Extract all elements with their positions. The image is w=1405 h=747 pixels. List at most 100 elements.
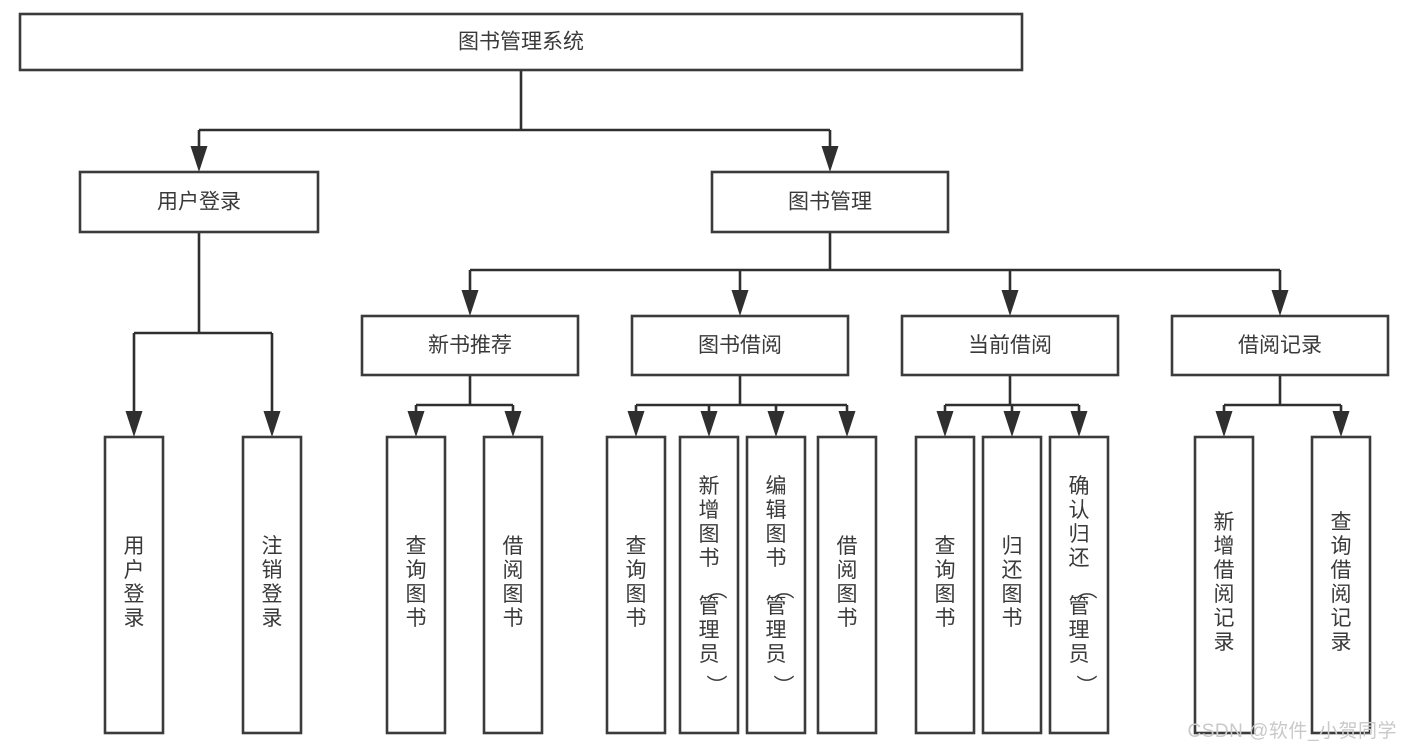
svg-text:书: 书 bbox=[699, 547, 720, 570]
node-box-leaf-return-book[interactable] bbox=[981, 435, 1043, 735]
svg-text:）: ） bbox=[771, 675, 794, 696]
node-box-leaf-add-record[interactable] bbox=[1193, 435, 1255, 735]
arrow-head bbox=[1271, 290, 1289, 316]
arrow-head bbox=[1001, 290, 1019, 316]
svg-text:增: 增 bbox=[699, 499, 720, 522]
arrow-head bbox=[1070, 411, 1088, 437]
svg-text:书: 书 bbox=[837, 607, 858, 630]
node-box-leaf-edit-book[interactable] bbox=[745, 435, 807, 735]
svg-text:阅: 阅 bbox=[1214, 583, 1235, 606]
svg-text:借: 借 bbox=[837, 535, 858, 558]
svg-text:阅: 阅 bbox=[837, 559, 858, 582]
svg-text:图: 图 bbox=[406, 583, 427, 606]
svg-text:（: （ bbox=[704, 579, 727, 600]
node-root[interactable]: 图书管理系统 bbox=[18, 12, 1024, 72]
node-new-book-recommend[interactable]: 新书推荐 bbox=[360, 314, 580, 377]
svg-text:辑: 辑 bbox=[766, 499, 787, 522]
svg-text:查: 查 bbox=[935, 535, 956, 558]
svg-text:记: 记 bbox=[1214, 607, 1235, 630]
connector-book-borrow-to-leaves bbox=[627, 375, 856, 437]
node-box-borrow-record[interactable] bbox=[1170, 314, 1390, 377]
svg-text:还: 还 bbox=[1069, 547, 1090, 570]
svg-text:书: 书 bbox=[1002, 607, 1023, 630]
svg-text:询: 询 bbox=[626, 559, 647, 582]
svg-text:图: 图 bbox=[935, 583, 956, 606]
node-box-leaf-user-login[interactable] bbox=[103, 435, 165, 735]
node-user-login[interactable]: 用户登录 bbox=[78, 170, 320, 234]
svg-text:书: 书 bbox=[406, 607, 427, 630]
node-label-book-manage: 图书管理 bbox=[788, 191, 872, 214]
arrow-head bbox=[125, 411, 143, 437]
node-book-manage[interactable]: 图书管理 bbox=[710, 170, 950, 234]
svg-text:询: 询 bbox=[935, 559, 956, 582]
svg-text:查: 查 bbox=[406, 535, 427, 558]
svg-text:员: 员 bbox=[699, 643, 720, 666]
node-label-borrow-record: 借阅记录 bbox=[1238, 334, 1322, 357]
node-box-leaf-query-book-2[interactable] bbox=[605, 435, 667, 735]
node-box-leaf-confirm-return[interactable] bbox=[1048, 435, 1110, 735]
node-box-leaf-borrow-book-1[interactable] bbox=[482, 435, 544, 735]
node-box-leaf-add-book[interactable] bbox=[678, 435, 740, 735]
svg-text:登: 登 bbox=[124, 583, 145, 606]
csdn-watermark: CSDN @软件_小贺同学 bbox=[1187, 721, 1397, 742]
node-label-root: 图书管理系统 bbox=[458, 31, 584, 54]
svg-text:理: 理 bbox=[766, 619, 787, 642]
svg-text:新: 新 bbox=[1214, 511, 1235, 534]
node-box-user-login[interactable] bbox=[78, 170, 320, 234]
node-box-leaf-query-book-3[interactable] bbox=[914, 435, 976, 735]
node-box-book-manage[interactable] bbox=[710, 170, 950, 234]
arrow-head bbox=[838, 411, 856, 437]
node-current-borrow[interactable]: 当前借阅 bbox=[900, 314, 1120, 377]
svg-text:销: 销 bbox=[262, 559, 283, 582]
arrow-head bbox=[461, 290, 479, 316]
svg-text:（: （ bbox=[1074, 579, 1097, 600]
node-box-book-borrow[interactable] bbox=[630, 314, 850, 377]
node-box-leaf-query-book-1[interactable] bbox=[385, 435, 447, 735]
arrow-head bbox=[936, 411, 954, 437]
svg-text:管: 管 bbox=[766, 595, 787, 618]
svg-text:归: 归 bbox=[1069, 523, 1090, 546]
svg-text:户: 户 bbox=[124, 559, 145, 582]
svg-text:管: 管 bbox=[1069, 595, 1090, 618]
svg-text:增: 增 bbox=[1214, 535, 1235, 558]
arrow-head bbox=[263, 411, 281, 437]
node-leaf-user-login[interactable]: 用户登录 bbox=[103, 435, 165, 735]
node-box-leaf-logout[interactable] bbox=[241, 435, 303, 735]
connector-borrow-record-to-leaves bbox=[1215, 375, 1350, 437]
svg-text:询: 询 bbox=[406, 559, 427, 582]
node-box-root[interactable] bbox=[18, 12, 1024, 72]
arrow-head bbox=[767, 411, 785, 437]
svg-text:认: 认 bbox=[1069, 499, 1090, 522]
svg-text:借: 借 bbox=[503, 535, 524, 558]
svg-text:查: 查 bbox=[1331, 511, 1352, 534]
node-label-leaf-user-login: 用户登录 bbox=[124, 535, 145, 630]
svg-text:书: 书 bbox=[766, 547, 787, 570]
arrow-head bbox=[504, 411, 522, 437]
node-borrow-record[interactable]: 借阅记录 bbox=[1170, 314, 1390, 377]
node-box-new-book-recommend[interactable] bbox=[360, 314, 580, 377]
node-book-borrow[interactable]: 图书借阅 bbox=[630, 314, 850, 377]
node-box-leaf-borrow-book-2[interactable] bbox=[816, 435, 878, 735]
connector-current-borrow-to-leaves bbox=[936, 375, 1088, 437]
node-box-current-borrow[interactable] bbox=[900, 314, 1120, 377]
node-box-leaf-query-record[interactable] bbox=[1310, 435, 1372, 735]
